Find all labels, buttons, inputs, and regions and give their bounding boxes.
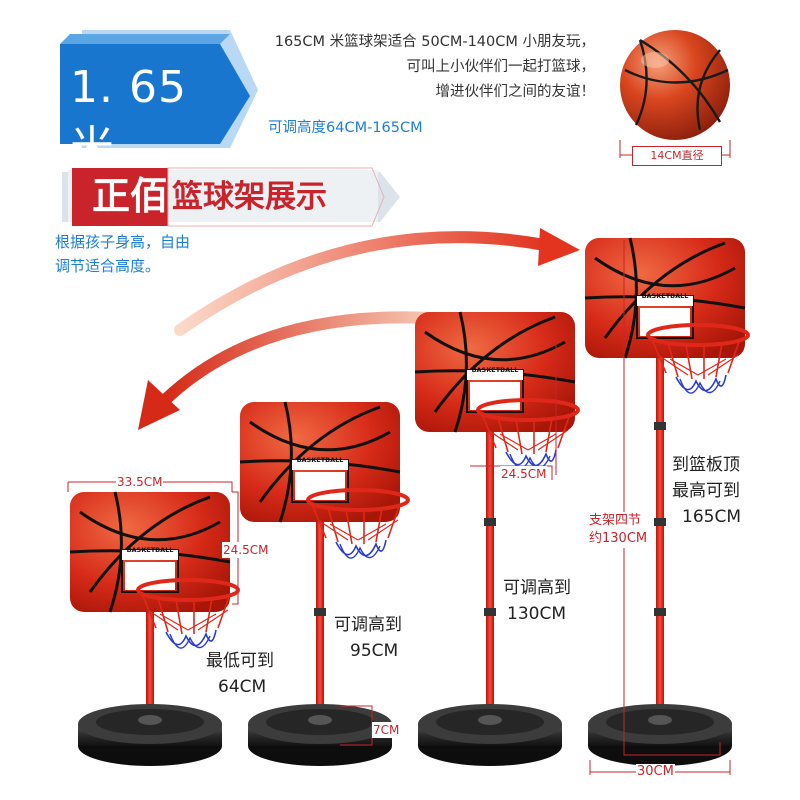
board-height-label: 24.5CM <box>500 466 548 482</box>
note-line: 95CM <box>350 641 399 661</box>
board-label: BASKETBALL <box>641 292 689 300</box>
board-label: BASKETBALL <box>296 456 344 464</box>
stand-64cm <box>68 490 240 766</box>
note-line: 可调高到 <box>503 578 571 598</box>
ball-diameter-label: 14CM直径 <box>632 146 722 166</box>
down-arrow <box>138 311 436 430</box>
stand-130cm <box>413 310 580 766</box>
board-label: BASKETBALL <box>471 366 519 374</box>
stand-note-64: 最低可到 64CM <box>206 648 274 700</box>
basketball-image <box>620 30 730 140</box>
base-height-label: 7CM <box>372 722 401 738</box>
pole-line: 支架四节 <box>589 513 642 528</box>
hint-line: 根据孩子身高，自由 <box>55 233 191 251</box>
note-line: 到篮板顶 <box>672 455 740 475</box>
stand-95cm <box>238 400 410 766</box>
height-badge-shape <box>60 30 258 148</box>
note-line: 最高可到 <box>672 481 740 501</box>
banner-title: 篮球架展示 <box>172 179 327 215</box>
board-height-label: 24.5CM <box>222 542 270 558</box>
intro-line: 可叫上小伙伴们一起打篮球， <box>406 59 596 75</box>
board-label: BASKETBALL <box>126 546 174 554</box>
stand-note-130: 可调高到 130CM <box>503 575 571 627</box>
pole-line: 约130CM <box>589 531 648 546</box>
adjustable-range: 可调高度64CM-165CM <box>268 120 423 136</box>
note-line: 可调高到 <box>334 615 402 635</box>
note-line: 130CM <box>507 604 566 624</box>
intro-line: 165CM 米篮球架适合 50CM-140CM 小朋友玩， <box>274 34 595 50</box>
stand-note-165: 到篮板顶 最高可到 165CM <box>672 452 741 530</box>
note-line: 最低可到 <box>206 651 274 671</box>
pole-length-label: 支架四节 约130CM <box>588 512 649 548</box>
stand-note-95: 可调高到 95CM <box>334 612 402 664</box>
adjust-hint: 根据孩子身高，自由 调节适合高度。 <box>55 230 285 278</box>
intro-line: 增进伙伴们之间的友谊！ <box>435 84 596 100</box>
stand-165cm <box>583 236 750 766</box>
intro-text: 165CM 米篮球架适合 50CM-140CM 小朋友玩， 可叫上小伙伴们一起打… <box>265 30 595 105</box>
height-badge: 1. 65米 <box>70 62 187 173</box>
note-line: 165CM <box>682 507 741 527</box>
board-width-label: 33.5CM <box>116 474 164 490</box>
up-arrow <box>174 228 580 336</box>
note-line: 64CM <box>218 677 267 697</box>
banner-brand: 正佰 <box>92 174 169 218</box>
hint-line: 调节适合高度。 <box>55 257 161 275</box>
banner-shape <box>62 167 400 227</box>
base-width-label: 30CM <box>636 764 675 780</box>
